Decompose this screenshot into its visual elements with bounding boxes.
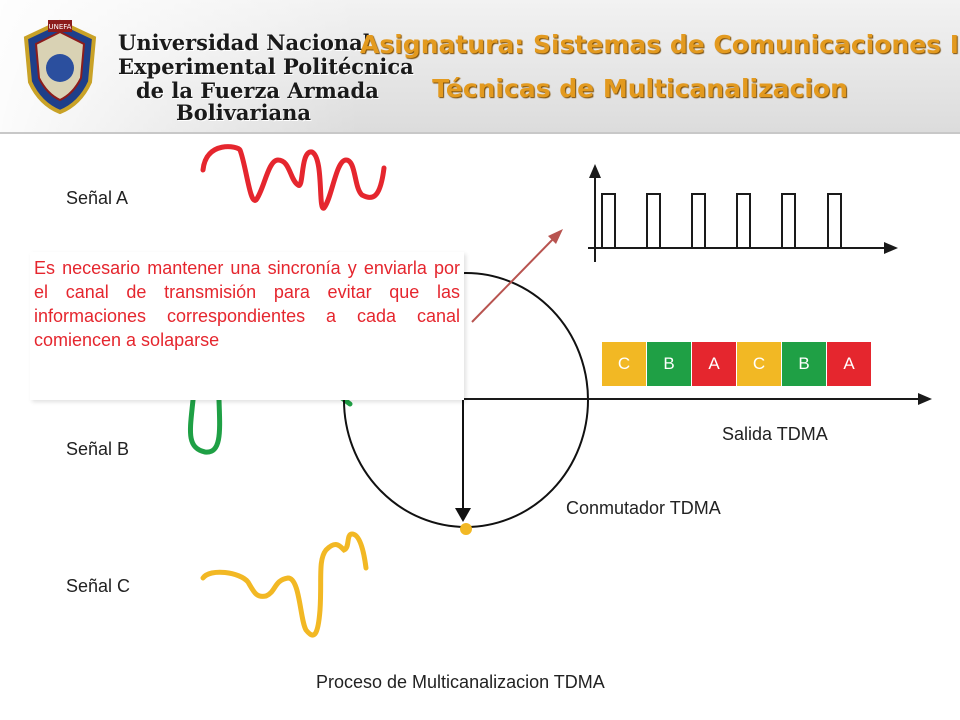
tdma-frame-slot: A — [692, 342, 737, 386]
seal-text: UNEFA — [49, 23, 72, 31]
tdma-frame-slot: C — [602, 342, 647, 386]
university-seal: UNEFA — [23, 19, 97, 115]
output-axis-arrowhead — [918, 393, 932, 405]
signal-a-waveform — [200, 144, 387, 211]
topic-title: Técnicas de Multicanalizacion — [432, 74, 848, 103]
tdma-frame-slot: C — [737, 342, 782, 386]
course-title: Asignatura: Sistemas de Comunicaciones I — [360, 30, 960, 59]
sync-y-axis-arrowhead — [589, 164, 601, 178]
commutator-arm-arrowhead — [455, 508, 471, 522]
tdma-frame-slot: A — [827, 342, 872, 386]
university-name-line-2: Experimental Politécnica — [118, 54, 414, 79]
university-name-line-1: Universidad Nacional — [118, 30, 371, 55]
diagram-caption: Proceso de Multicanalizacion TDMA — [316, 672, 605, 692]
output-label: Salida TDMA — [722, 424, 828, 444]
note-pointer-arrow — [471, 235, 557, 323]
commutator-contact-dot — [460, 523, 472, 535]
university-name-line-3: de la Fuerza Armada — [136, 78, 379, 103]
signal-b-label: Señal B — [66, 439, 130, 459]
university-name-line-4: Bolivariana — [176, 100, 312, 125]
signal-c-waveform — [200, 531, 369, 638]
sync-explanation-note: Es necesario mantener una sincronía y en… — [30, 252, 464, 400]
signal-c-label: Señal C — [66, 576, 131, 596]
tdma-frame-slot: B — [647, 342, 692, 386]
signal-a-label: Señal A — [66, 188, 129, 208]
sync-x-axis-arrowhead — [884, 242, 898, 254]
tdma-frame-slot: B — [782, 342, 827, 386]
note-pointer-arrowhead — [548, 229, 563, 244]
signal-b-waveform — [188, 397, 223, 455]
switch-label: Conmutador TDMA — [566, 498, 721, 518]
header-banner: UNEFA Universidad Nacional Experimental … — [0, 0, 960, 134]
sync-pulse-train — [595, 193, 872, 249]
